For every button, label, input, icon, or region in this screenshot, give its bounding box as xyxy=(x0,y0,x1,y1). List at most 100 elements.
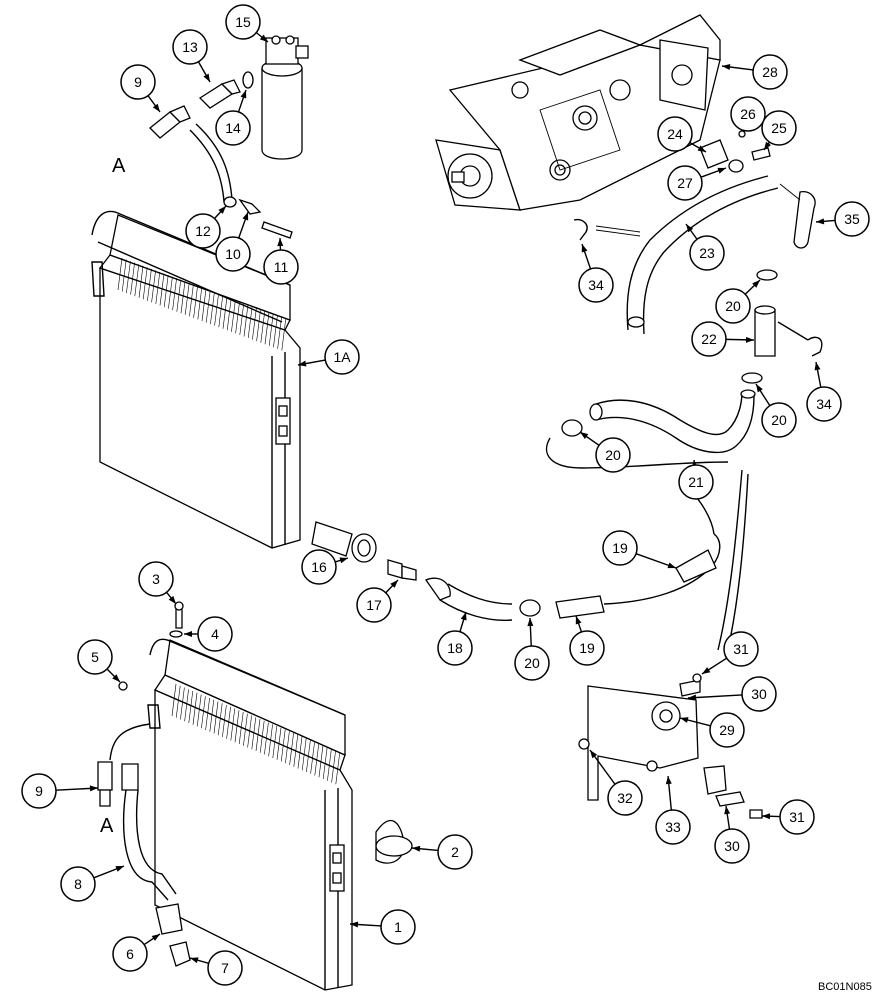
callout-arrowhead xyxy=(350,921,359,928)
cooler-fin xyxy=(184,689,189,722)
cooler-fin xyxy=(280,729,286,762)
cooler-fin xyxy=(238,711,244,745)
callout-3: 3 xyxy=(138,561,177,605)
cooler-fin xyxy=(226,706,231,739)
callout-6: 6 xyxy=(112,933,161,972)
callout-label: 30 xyxy=(751,686,767,702)
callout-23: 23 xyxy=(685,223,725,271)
callout-arrowhead xyxy=(814,362,821,371)
callout-arrowhead xyxy=(762,813,771,820)
callout-label: 1A xyxy=(333,349,351,365)
cooler-fin xyxy=(327,748,332,781)
cooler-fin xyxy=(310,741,315,774)
callout-balloon xyxy=(207,950,243,986)
callout-leader xyxy=(687,694,743,699)
callout-7: 7 xyxy=(189,950,243,986)
callout-label: 13 xyxy=(182,39,198,55)
callout-arrowhead xyxy=(686,224,694,233)
callout-label: 6 xyxy=(126,946,134,962)
callout-33: 33 xyxy=(655,775,691,845)
cooler-fin xyxy=(243,304,249,337)
callout-arrowhead xyxy=(339,557,348,564)
callout-27: 27 xyxy=(667,165,727,201)
callout-balloon xyxy=(112,936,148,972)
callout-balloon xyxy=(514,645,550,681)
callout-arrowhead xyxy=(717,167,726,174)
cooler-fin xyxy=(184,282,190,315)
callout-9: 9 xyxy=(120,64,161,113)
callout-label: 4 xyxy=(211,626,219,642)
callout-label: 10 xyxy=(225,246,241,262)
callout-17: 17 xyxy=(356,579,399,623)
cooler-fin xyxy=(268,313,274,346)
cooler-fin xyxy=(217,703,223,736)
oil-cooler-upper xyxy=(91,210,301,549)
callout-32: 32 xyxy=(589,749,643,816)
cooler-fin xyxy=(176,279,182,312)
cooler-fin xyxy=(285,731,290,764)
bracket-assembly xyxy=(578,673,763,819)
callout-label: 18 xyxy=(447,640,463,656)
cooler-fin xyxy=(213,701,219,734)
callout-balloon xyxy=(437,630,473,666)
cooler-fin xyxy=(218,295,224,328)
callout-arrowhead xyxy=(580,432,589,440)
hose-22 xyxy=(741,269,823,384)
cooler-fin xyxy=(293,734,299,767)
cooler-fin xyxy=(252,307,257,340)
callout-20: 20 xyxy=(579,431,631,473)
callout-arrowhead xyxy=(816,218,825,225)
hose-21 xyxy=(545,389,756,469)
callout-label: 29 xyxy=(719,722,735,738)
callout-label: 20 xyxy=(524,655,540,671)
callout-arrowhead xyxy=(667,562,676,569)
pump-assembly xyxy=(435,14,721,211)
callout-arrowhead xyxy=(112,674,120,682)
callout-balloon xyxy=(714,828,750,864)
callout-22: 22 xyxy=(691,321,755,357)
callout-balloon xyxy=(678,464,714,500)
cooler-fin xyxy=(272,725,278,759)
callout-balloon xyxy=(197,616,233,652)
callout-balloon xyxy=(215,236,251,272)
callout-label: 19 xyxy=(579,640,595,656)
callout-arrowhead xyxy=(688,694,697,701)
callout-arrowhead xyxy=(218,206,226,214)
callout-arrowhead xyxy=(168,595,176,604)
callout-balloon xyxy=(761,402,797,438)
callout-label: 32 xyxy=(617,790,633,806)
callout-20: 20 xyxy=(514,617,550,681)
cooler-fin xyxy=(230,708,236,741)
hose-middle-line xyxy=(311,489,721,622)
callout-label: 23 xyxy=(699,245,715,261)
callout-label: 22 xyxy=(701,331,717,347)
callout-31: 31 xyxy=(701,631,759,675)
cooler-fin xyxy=(172,278,177,311)
callout-balloon xyxy=(834,201,870,237)
cooler-fin xyxy=(301,738,307,771)
callout-balloon xyxy=(120,64,156,100)
cooler-fin xyxy=(188,690,194,724)
callout-balloon xyxy=(356,587,392,623)
cooler-fin xyxy=(235,301,240,334)
callout-arrowhead xyxy=(575,616,582,625)
oil-cooler-lower xyxy=(147,638,353,991)
callout-balloon xyxy=(595,437,631,473)
callout-balloon xyxy=(657,116,693,152)
cooler-fin xyxy=(155,271,161,304)
callout-9: 9 xyxy=(21,773,99,809)
cooler-fin xyxy=(264,312,270,345)
cooler-fin xyxy=(180,687,185,720)
callout-balloon xyxy=(380,909,416,945)
callout-label: 9 xyxy=(134,74,142,90)
callout-label: 27 xyxy=(677,175,693,191)
callout-arrowhead xyxy=(298,360,307,367)
callout-arrowhead xyxy=(203,73,210,82)
callout-arrowhead xyxy=(581,244,588,253)
cooler-fin xyxy=(121,259,127,292)
cooler-fin xyxy=(256,309,261,342)
cooler-fin xyxy=(151,270,156,303)
cooler-fin xyxy=(159,273,165,306)
callout-arrowhead xyxy=(412,845,421,852)
fitting-group xyxy=(699,130,771,173)
